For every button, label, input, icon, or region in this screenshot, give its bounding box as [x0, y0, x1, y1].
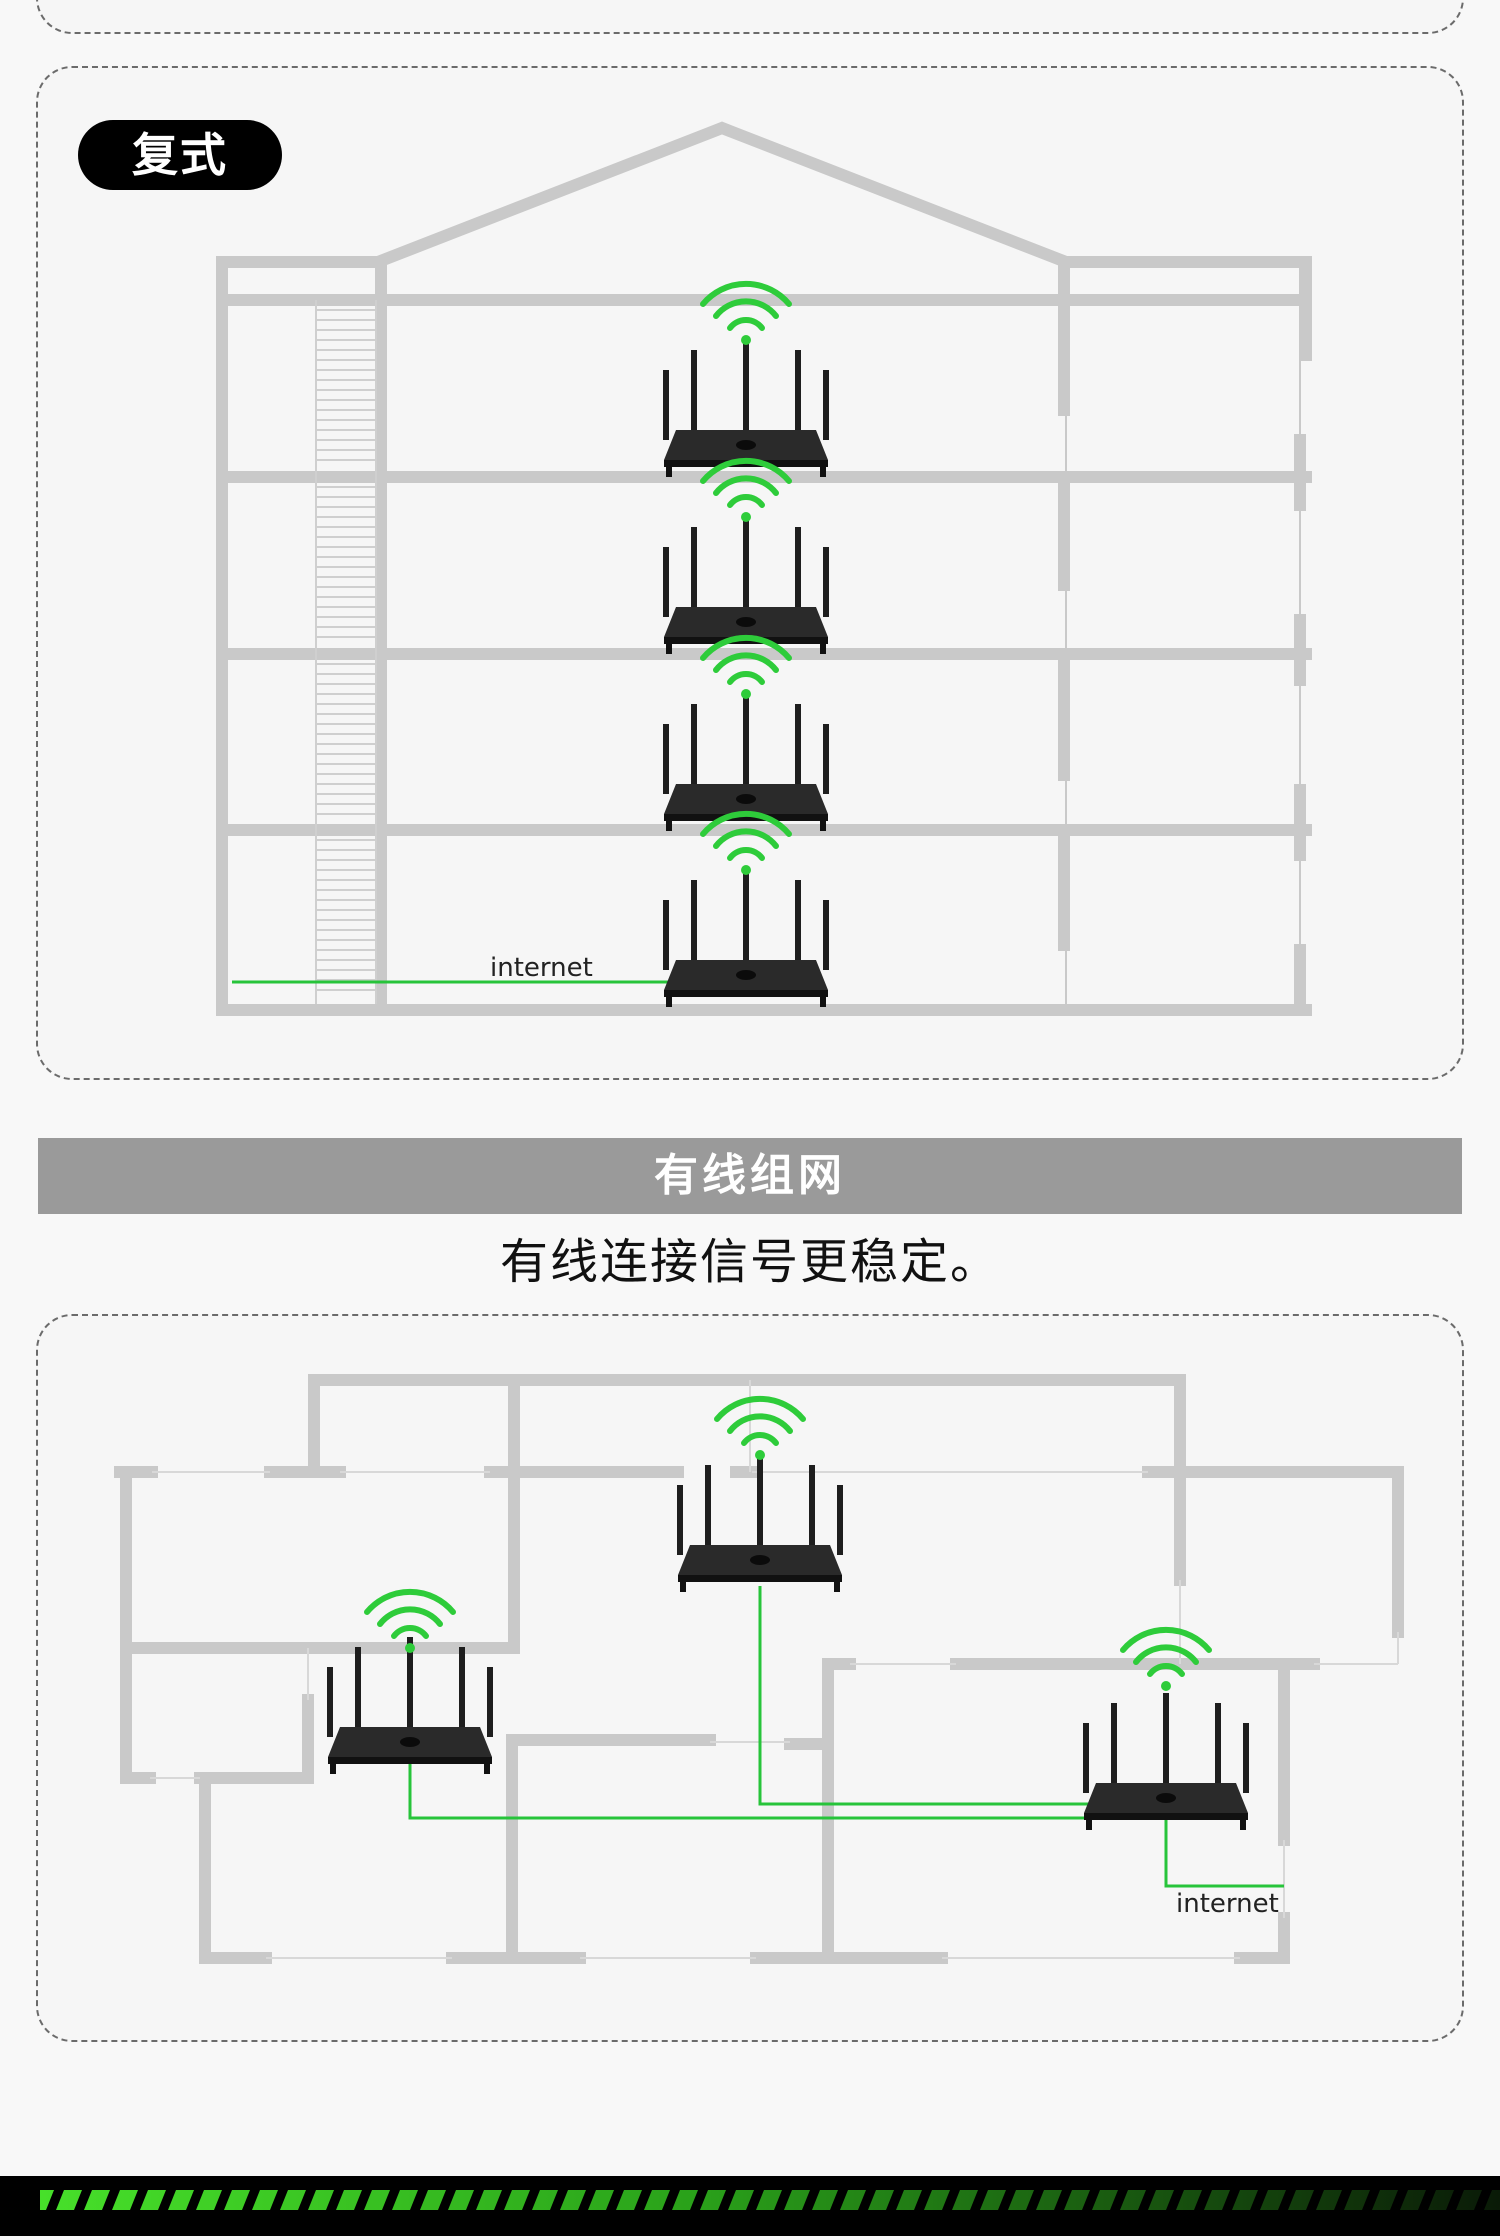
router-icon	[677, 1455, 843, 1592]
wifi-signal-icon	[717, 1399, 803, 1460]
staircase	[315, 300, 377, 1004]
floorplan-walls	[114, 1374, 1404, 1964]
internet-label: internet	[490, 953, 593, 983]
wired-section-title: 有线组网	[38, 1138, 1462, 1214]
house-structure	[216, 121, 1312, 1016]
duplex-tag: 复式	[78, 120, 282, 190]
floorplan-thin-walls	[150, 1380, 1399, 1959]
internet-label: internet	[1176, 1889, 1279, 1919]
duplex-panel	[36, 66, 1464, 1080]
wired-section-subtitle: 有线连接信号更稳定。	[499, 1234, 1000, 1290]
router-icon	[1083, 1693, 1249, 1830]
footer-stripe-bar	[0, 2176, 1500, 2236]
ethernet-cables	[408, 1586, 1284, 1888]
stripe-pattern	[40, 2176, 1500, 2236]
router-icon	[327, 1637, 493, 1774]
previous-panel	[36, 0, 1464, 34]
